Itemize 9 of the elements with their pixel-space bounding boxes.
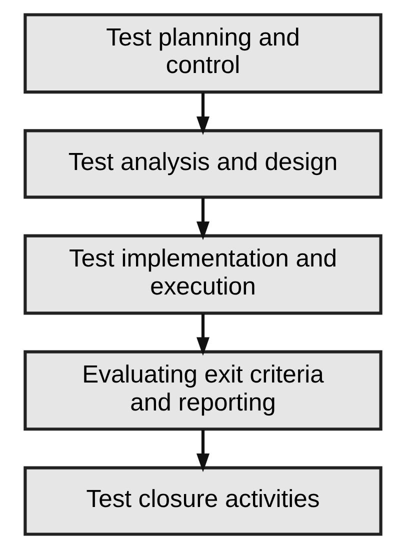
node-box: Test implementation and execution [24, 234, 382, 315]
arrow [196, 430, 210, 472]
arrow [196, 92, 210, 136]
arrow [196, 198, 210, 240]
node-box: Evaluating exit criteria and reporting [24, 350, 382, 431]
node-box: Test closure activities [24, 466, 382, 536]
node-box: Test planning and control [24, 13, 382, 94]
node-box: Test analysis and design [24, 129, 382, 199]
arrow [196, 314, 210, 356]
